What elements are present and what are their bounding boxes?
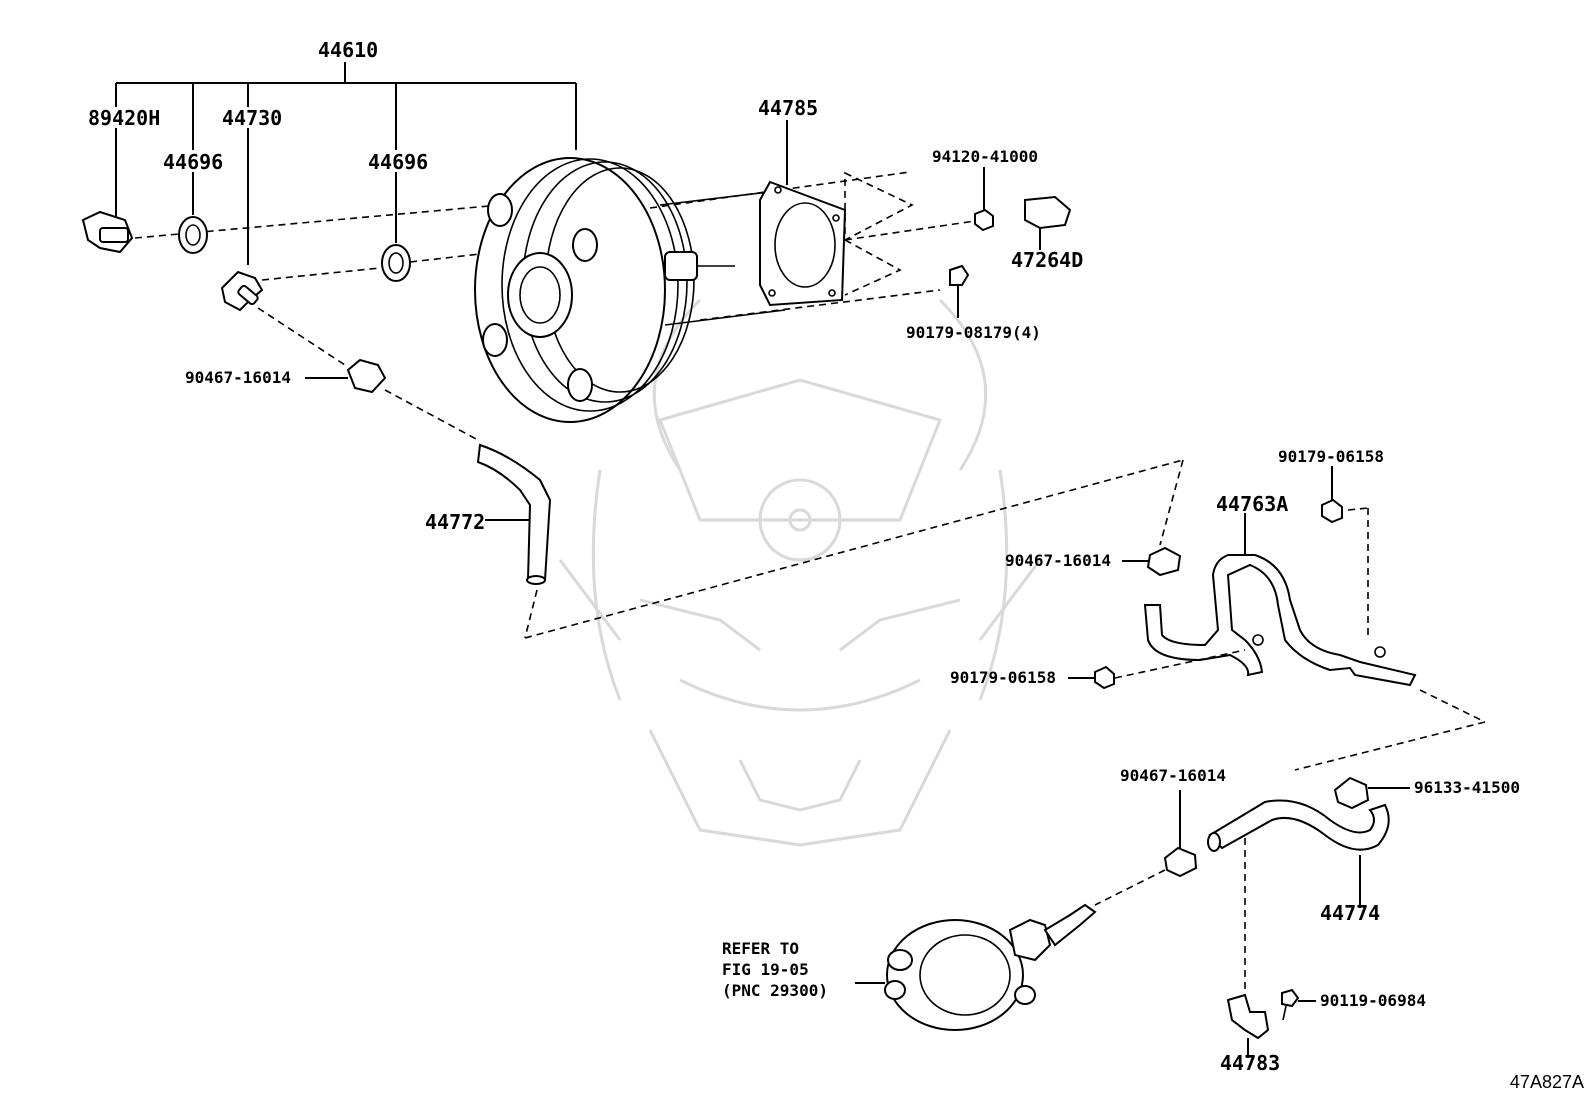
part-44610-booster xyxy=(474,157,941,423)
label-90467-16014-c: 90467-16014 xyxy=(1120,766,1226,785)
part-vacuum-pump xyxy=(855,903,1097,1031)
part-90467-16014-c xyxy=(1094,790,1198,906)
part-90467-16014-b xyxy=(1122,546,1182,577)
connection-44763A-44774 xyxy=(1294,689,1486,771)
part-90119-06984 xyxy=(1281,988,1316,1021)
label-89420H: 89420H xyxy=(88,106,161,130)
label-44783: 44783 xyxy=(1220,1051,1281,1075)
label-44763A: 44763A xyxy=(1216,492,1289,516)
label-90179-06158-top: 90179-06158 xyxy=(1278,447,1384,466)
label-90467-16014-a: 90467-16014 xyxy=(185,368,291,387)
refer-note-line2: FIG 19-05 xyxy=(722,960,809,979)
part-47264D xyxy=(1024,195,1072,250)
part-94120-41000 xyxy=(974,167,994,232)
refer-note: REFER TO FIG 19-05 (PNC 29300) xyxy=(722,938,828,1001)
label-44730: 44730 xyxy=(222,106,283,130)
part-90179-08179 xyxy=(949,264,970,318)
label-94120-41000: 94120-41000 xyxy=(932,147,1038,166)
label-44785: 44785 xyxy=(758,96,819,120)
label-44610: 44610 xyxy=(318,38,379,62)
part-90179-06158-top xyxy=(1321,466,1369,640)
part-44774 xyxy=(1207,799,1390,908)
label-47264D: 47264D xyxy=(1011,248,1084,272)
label-90179-06158-mid: 90179-06158 xyxy=(950,668,1056,687)
connection-44772-44763A xyxy=(524,459,1184,639)
label-44696-right: 44696 xyxy=(368,150,429,174)
label-90179-08179: 90179-08179(4) xyxy=(906,323,1041,342)
refer-note-line1: REFER TO xyxy=(722,939,800,958)
label-44772: 44772 xyxy=(425,510,486,534)
refer-note-line3: (PNC 29300) xyxy=(722,981,828,1000)
part-44696-left xyxy=(178,216,208,254)
watermark xyxy=(558,298,1042,847)
label-90119-06984: 90119-06984 xyxy=(1320,991,1426,1010)
part-90179-06158-mid xyxy=(1068,649,1246,690)
part-96133-41500 xyxy=(1333,776,1410,810)
part-44763A xyxy=(1143,513,1417,687)
leader-44610 xyxy=(115,62,577,265)
part-90467-16014-a xyxy=(305,358,479,441)
figure-id: 47A827A xyxy=(1509,1072,1584,1092)
label-96133-41500: 96133-41500 xyxy=(1414,778,1520,797)
label-44696-left: 44696 xyxy=(163,150,224,174)
label-44774: 44774 xyxy=(1320,901,1381,925)
part-44730 xyxy=(220,267,381,366)
label-90467-16014-b: 90467-16014 xyxy=(1005,551,1111,570)
part-44785 xyxy=(759,120,976,307)
part-44772 xyxy=(476,443,552,585)
part-89420H xyxy=(81,204,501,254)
part-44783 xyxy=(1226,838,1270,1058)
